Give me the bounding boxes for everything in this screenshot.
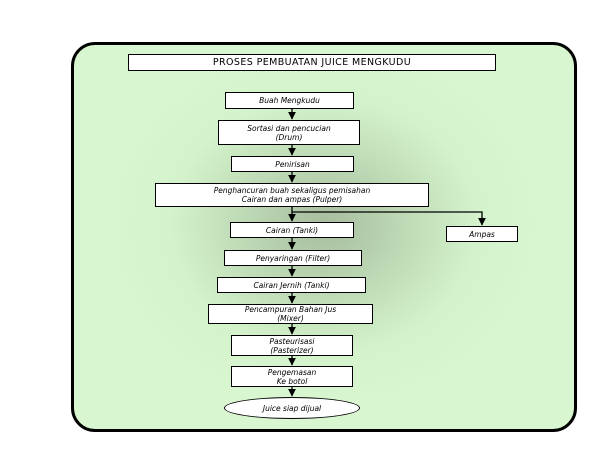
step-label: Pengemasan [267,367,317,377]
step-label: Juice siap dijual [262,403,322,413]
step-sortasi: Sortasi dan pencucian (Drum) [218,120,360,145]
step-pasteurisasi: Pasteurisasi (Pasterizer) [231,335,353,356]
step-penyaringan: Penyaringan (Filter) [224,250,362,266]
step-label: Cairan dan ampas (Pulper) [241,195,343,204]
step-label: (Mixer) [277,314,304,323]
step-label: Cairan (Tanki) [265,225,319,235]
step-label: (Drum) [275,132,303,142]
step-label: (Pasterizer) [270,345,314,355]
step-ampas: Ampas [446,226,518,242]
step-label: Penirisan [275,159,310,169]
step-cairan-jernih: Cairan Jernih (Tanki) [217,277,366,293]
step-pengemasan: Pengemasan Ke botol [231,366,353,387]
diagram-title: PROSES PEMBUATAN JUICE MENGKUDU [128,54,496,71]
step-buah-mengkudu: Buah Mengkudu [225,92,354,109]
step-penghancuran: Penghancuran buah sekaligus pemisahan Ca… [155,183,429,207]
step-label: Ampas [469,229,495,239]
step-label: Ke botol [276,376,308,386]
step-penirisan: Penirisan [231,156,354,172]
step-label: Penyaringan (Filter) [255,253,331,263]
step-label: Penghancuran buah sekaligus pemisahan [213,186,371,195]
step-cairan-tanki: Cairan (Tanki) [230,222,354,238]
step-pencampuran: Pencampuran Bahan Jus (Mixer) [208,304,373,324]
step-label: Pencampuran Bahan Jus [244,305,337,314]
step-label: Cairan Jernih (Tanki) [253,280,330,290]
step-juice-siap-dijual: Juice siap dijual [224,397,360,419]
step-label: Sortasi dan pencucian [247,123,331,133]
step-label: Pasteurisasi [269,336,315,346]
arrow-branch-to-ampas [292,211,486,226]
step-label: Buah Mengkudu [259,96,320,105]
